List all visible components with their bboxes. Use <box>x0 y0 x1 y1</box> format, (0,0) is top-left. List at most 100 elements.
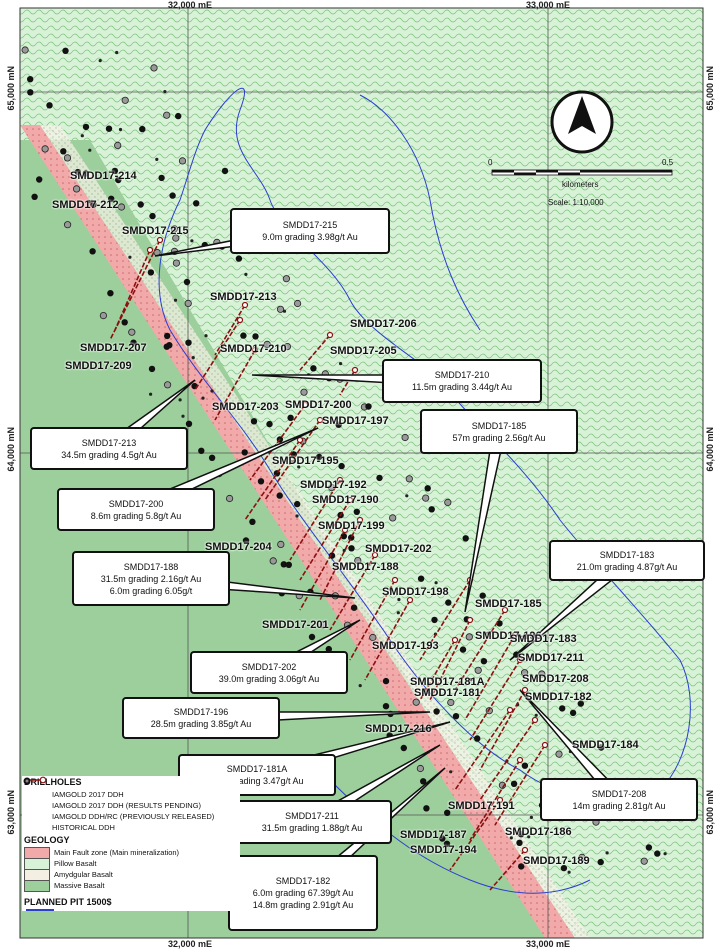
drillhole-dot <box>164 381 172 389</box>
legend-row-released: IAMGOLD DDH/RC (PREVIOUSLY RELEASED) <box>22 779 240 822</box>
drill-trace <box>419 579 471 661</box>
drillhole-dot <box>191 356 195 360</box>
callout-title: SMDD17-210 <box>434 370 490 380</box>
grid-label-left-n1: 65,000 mN <box>6 66 16 111</box>
callout-title: SMDD17-208 <box>591 788 647 799</box>
drillhole-dot <box>242 537 250 544</box>
drillhole-dot <box>80 134 84 138</box>
hole-label-smdd17-214: SMDD17-214 <box>70 170 137 182</box>
drillhole-dot <box>382 677 390 685</box>
drillhole-dot <box>178 398 182 402</box>
hole-label-smdd17-206: SMDD17-206 <box>350 318 417 330</box>
drill-collar <box>466 616 474 624</box>
drillhole-dot <box>509 836 513 840</box>
drillhole-dot <box>325 645 332 653</box>
drill-trace <box>214 349 256 421</box>
drillhole-dot <box>185 420 193 427</box>
drill-collar <box>516 756 524 764</box>
drill-trace <box>464 634 516 721</box>
callout-title: SMDD17-200 <box>108 498 164 509</box>
callout-title: SMDD17-181A <box>226 764 288 774</box>
callout-title: SMDD17-213 <box>81 437 137 448</box>
legend-drillhole-3: IAMGOLD DDH/RC (PREVIOUSLY RELEASED) <box>52 812 215 821</box>
drillhole-dot <box>117 203 126 211</box>
drillhole-dot <box>31 193 38 200</box>
legend-geology-3: Amydgular Basalt <box>54 870 113 879</box>
drillhole-dot <box>424 485 431 492</box>
legend-row-iamgold-ddh: IAMGOLD 2017 DDH <box>22 776 240 800</box>
drillhole-dot <box>241 449 248 456</box>
drillhole-dot <box>108 195 115 202</box>
hole-label-smdd17-192: SMDD17-192 <box>300 479 367 491</box>
drillhole-dot <box>654 850 661 857</box>
legend-geology-1: Main Fault zone (Main mineralization) <box>54 848 180 857</box>
scale-max: 0.5 <box>662 158 674 167</box>
legend-geology-2: Pillow Basalt <box>54 859 97 868</box>
drillhole-dot <box>640 857 648 865</box>
hole-label-smdd17-204: SMDD17-204 <box>205 541 272 553</box>
hole-label-smdd17-203: SMDD17-203 <box>212 401 279 413</box>
legend-drillhole-2: IAMGOLD 2017 DDH (RESULTS PENDING) <box>52 801 202 810</box>
scale-min: 0 <box>488 158 493 167</box>
drill-collar <box>336 476 344 484</box>
drillhole-dot <box>193 200 200 207</box>
drillhole-dot <box>293 299 302 308</box>
drillhole-dot <box>447 698 455 707</box>
legend-drillholes-title: DRILLHOLES <box>24 777 82 787</box>
hole-label-smdd17-216: SMDD17-216 <box>365 723 432 735</box>
drillhole-dot <box>210 389 214 393</box>
grid-label-top-e1: 32,000 mE <box>168 0 213 10</box>
legend-pit-title: PLANNED PIT 1500$ <box>24 897 112 907</box>
drillhole-dot <box>474 735 481 742</box>
hole-label-smdd17-211: SMDD17-211 <box>518 652 585 664</box>
drillhole-dot <box>428 506 435 513</box>
drillhole-dot <box>98 59 102 63</box>
drill-collar <box>496 796 504 804</box>
drillhole-dot <box>405 475 413 483</box>
drill-collar <box>251 346 259 354</box>
legend-row-fault: Main Fault zone (Main mineralization) <box>22 846 240 859</box>
grid-label-bottom-e1: 32,000 mE <box>168 939 213 949</box>
hole-label-smdd17-208: SMDD17-208 <box>522 673 589 685</box>
drillhole-dot <box>434 581 438 585</box>
drillhole-dot <box>479 592 486 599</box>
drillhole-dot <box>130 339 137 346</box>
hole-label-smdd17-210: SMDD17-210 <box>220 343 287 355</box>
drillhole-dot <box>235 255 243 262</box>
hole-label-smdd17-202: SMDD17-202 <box>365 543 432 555</box>
drillhole-dot <box>510 780 518 787</box>
drillhole-dot <box>155 157 159 161</box>
drillhole-dot <box>172 259 180 267</box>
drillhole-dot <box>287 414 294 421</box>
callout-title: SMDD17-185 <box>471 420 527 431</box>
drillhole-dot <box>149 392 153 396</box>
drillhole-dot <box>185 339 192 346</box>
drillhole-dot <box>401 433 409 442</box>
amygdular-basalt-strip <box>40 125 590 938</box>
drillhole-dot <box>27 89 34 96</box>
callout-grade: 9.0m grading 3.98g/t Au <box>262 232 358 242</box>
drillhole-dot <box>105 125 113 132</box>
drillhole-dot <box>36 176 43 183</box>
drillhole-dot <box>46 102 53 109</box>
drillhole-dot <box>121 319 128 326</box>
legend-pit-line <box>26 909 54 911</box>
drill-trace <box>289 479 341 561</box>
drillhole-dot <box>175 112 182 120</box>
callout-grade: 31.5m grading 2.16g/t Au <box>100 573 202 584</box>
hole-label-smdd17-198: SMDD17-198 <box>382 586 449 598</box>
hole-label-smdd17-185: SMDD17-185 <box>475 598 542 610</box>
drillhole-dot <box>342 548 346 553</box>
drillhole-dot <box>128 328 136 336</box>
drillhole-dot <box>605 851 609 855</box>
hole-label-smdd17-200: SMDD17-200 <box>285 399 352 411</box>
drillhole-dot <box>158 174 165 182</box>
callout-grade: 8.6m grading 5.8g/t Au <box>90 510 182 521</box>
drillhole-dot <box>597 858 604 866</box>
